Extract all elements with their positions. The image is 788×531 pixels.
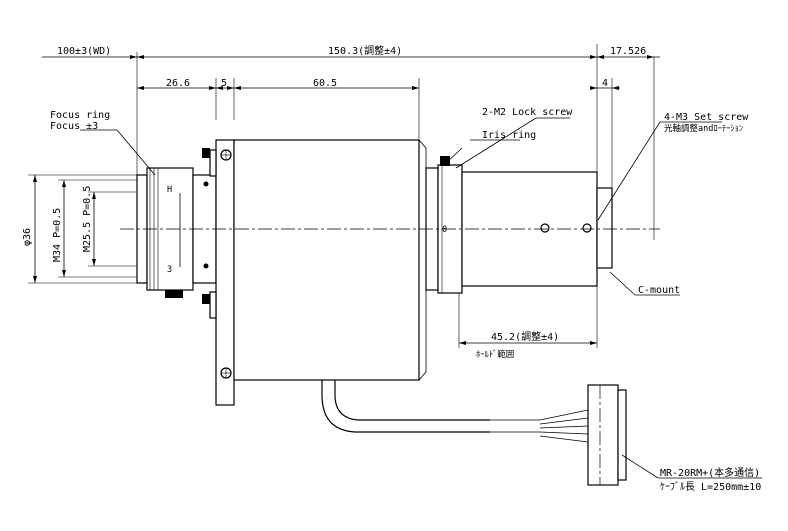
focus-mark-top: H <box>167 185 172 195</box>
cable <box>321 380 490 433</box>
connector-label: MR-20RM+(本多通信) <box>660 466 760 479</box>
flange-dimension: 5 <box>221 78 227 89</box>
main-housing <box>233 139 420 381</box>
body-length-dimension: 60.5 <box>313 78 337 89</box>
rear-gap-dimension: 4 <box>602 78 608 89</box>
focus-mark-bottom: 3 <box>167 265 172 275</box>
focus-section-dimension: 26.6 <box>166 78 190 89</box>
connector <box>587 384 619 486</box>
holder-range-dimension: 45.2(調整±4) <box>491 330 559 343</box>
rear-offset-dimension: 17.526 <box>610 46 646 57</box>
labels: 100±3(WD) 150.3(調整±4) 17.526 26.6 5 60.5… <box>22 44 761 493</box>
thread-m34-dimension: M34 P=0.5 <box>52 208 63 262</box>
cable-length-label: ｹｰﾌﾞﾙ長 L=250mm±10 <box>660 481 761 493</box>
wd-dimension: 100±3(WD) <box>57 46 111 57</box>
total-length-dimension: 150.3(調整±4) <box>328 44 402 57</box>
set-screw-label: 4-M3 Set screw <box>664 112 749 123</box>
iris-mark-top: 0 <box>442 225 447 235</box>
lens-body <box>120 139 660 486</box>
lock-screw-icon <box>440 156 450 166</box>
dimension-lines <box>28 44 660 348</box>
lock-screw-label: 2-M2 Lock screw <box>482 107 573 118</box>
focus-ring-label: Focus ring <box>50 110 110 121</box>
outer-diameter-dimension: φ36 <box>22 228 33 246</box>
mount-flange <box>215 139 235 406</box>
holder-range-label: ﾎｰﾙﾄﾞ範囲 <box>476 349 514 360</box>
c-mount-label: C-mount <box>638 285 680 296</box>
iris-ring-label: Iris ring <box>482 130 536 141</box>
c-mount-thread <box>596 187 613 269</box>
leader-lines <box>80 117 762 479</box>
set-screw-note: 光軸調整andﾛｰﾃｰｼｮﾝ <box>664 123 743 134</box>
thread-m25-dimension: M25.5 P=0.5 <box>82 186 93 252</box>
focus-adjust-label: Focus ±3 <box>50 121 98 132</box>
